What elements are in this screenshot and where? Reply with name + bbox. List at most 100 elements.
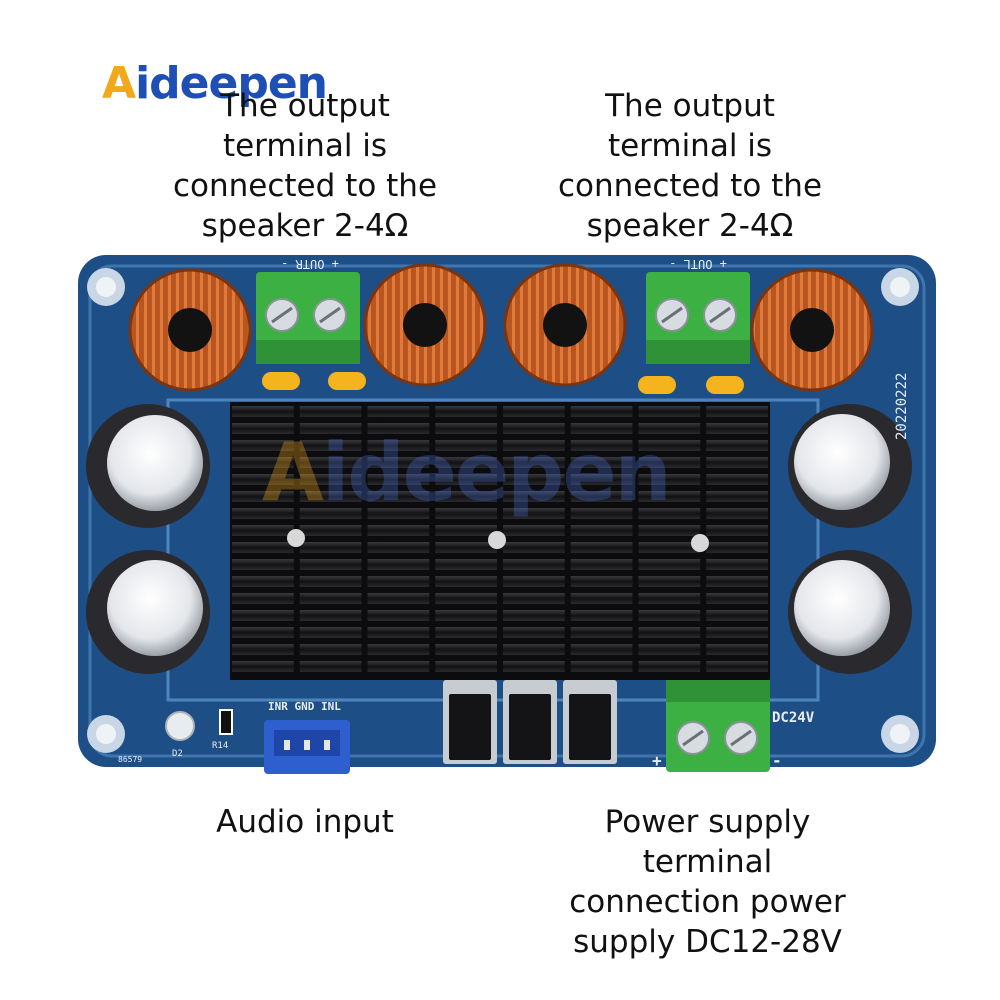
heatsink-fin	[435, 491, 497, 502]
heatsink-fin	[503, 491, 565, 502]
heatsink-fin	[638, 644, 701, 655]
heatsink-fin	[299, 610, 362, 621]
heatsink-fin	[367, 474, 430, 485]
heatsink-fin	[503, 440, 565, 451]
heatsink-fin	[435, 508, 497, 519]
toroid-inductor	[503, 263, 627, 387]
electrolytic-capacitor	[788, 404, 912, 528]
heatsink-fin	[638, 440, 701, 451]
heatsink-fin	[706, 474, 768, 485]
silk-code: 86579	[118, 755, 142, 764]
heatsink-fin	[367, 627, 430, 638]
heatsink-fin	[435, 440, 497, 451]
heatsink-fin	[435, 610, 497, 621]
silk-dc: DC24V	[772, 710, 815, 726]
heatsink-fin	[232, 440, 294, 451]
heatsink-fin	[299, 406, 362, 417]
heatsink-fin	[367, 491, 430, 502]
heatsink-fin	[299, 491, 362, 502]
heatsink-fin	[570, 559, 633, 570]
heatsink-fin	[638, 593, 701, 604]
heatsink-fin	[503, 474, 565, 485]
heatsink-fin	[232, 491, 294, 502]
silk-outl: + OUTL -	[669, 257, 727, 271]
heatsink-fin	[232, 474, 294, 485]
heatsink-fin	[706, 576, 768, 587]
heatsink-fin	[570, 440, 633, 451]
heatsink-fin	[435, 423, 497, 434]
heatsink-fin	[503, 576, 565, 587]
mounting-hole	[87, 715, 125, 753]
heatsink-fin	[570, 474, 633, 485]
heatsink-fin	[503, 457, 565, 468]
heatsink-fin	[706, 491, 768, 502]
screw	[287, 529, 305, 547]
heatsink-fin	[638, 406, 701, 417]
heatsink-fin	[232, 661, 294, 672]
caption-power-supply: Power supply terminal connection power s…	[569, 804, 846, 960]
heatsink-fin	[435, 593, 497, 604]
mosfet	[503, 680, 557, 764]
heatsink-fin	[435, 559, 497, 570]
heatsink-fin	[299, 457, 362, 468]
mosfet	[443, 680, 497, 764]
heatsink-fin	[367, 525, 430, 536]
resistor	[219, 709, 233, 735]
mounting-hole	[87, 268, 125, 306]
heatsink-fin	[706, 457, 768, 468]
heatsink-fin	[638, 491, 701, 502]
toroid-inductor	[363, 263, 487, 387]
heatsink-fin	[638, 542, 701, 553]
heatsink-fin	[367, 593, 430, 604]
heatsink-fin	[299, 525, 362, 536]
heatsink-fin	[367, 559, 430, 570]
heatsink-fin	[570, 406, 633, 417]
led	[165, 711, 195, 741]
heatsink-fin	[570, 644, 633, 655]
heatsink-fin	[503, 644, 565, 655]
heatsink-fin	[638, 627, 701, 638]
heatsink-fin	[706, 661, 768, 672]
heatsink-fin	[638, 610, 701, 621]
screw	[691, 534, 709, 552]
heatsink-fin	[570, 661, 633, 672]
heatsink-fin	[299, 440, 362, 451]
electrolytic-capacitor	[86, 404, 210, 528]
heatsink-fin	[299, 576, 362, 587]
silk-d2: D2	[172, 749, 183, 759]
heatsink-fin	[299, 644, 362, 655]
caption-output-left: The output terminal is connected to the …	[172, 88, 438, 244]
heatsink-fin	[638, 423, 701, 434]
heatsink-fin	[706, 593, 768, 604]
heatsink-fin	[367, 542, 430, 553]
heatsink-fin	[638, 525, 701, 536]
heatsink-fin	[503, 423, 565, 434]
heatsink-fin	[638, 559, 701, 570]
ceramic-capacitor	[706, 376, 744, 394]
heatsink-fin	[299, 508, 362, 519]
ceramic-capacitor	[638, 376, 676, 394]
silk-input-labels: INR GND INL	[268, 700, 341, 713]
heatsink-fin	[435, 661, 497, 672]
heatsink-fin	[299, 593, 362, 604]
heatsink-fin	[232, 457, 294, 468]
output-terminal-left-channel	[646, 272, 750, 364]
output-terminal-right-channel	[256, 272, 360, 364]
silk-minus: -	[772, 751, 782, 770]
heatsink-fin	[367, 610, 430, 621]
mounting-hole	[881, 268, 919, 306]
silk-plus: +	[652, 751, 662, 770]
heatsink-fin	[503, 406, 565, 417]
heatsink-fin	[570, 508, 633, 519]
heatsink-fin	[503, 593, 565, 604]
power-terminal	[666, 680, 770, 772]
heatsink-fin	[706, 440, 768, 451]
heatsink-fin	[232, 423, 294, 434]
heatsink-fin	[570, 627, 633, 638]
silk-outr: + OUTR -	[281, 257, 339, 271]
heatsink-fin	[435, 627, 497, 638]
heatsink-fin	[503, 525, 565, 536]
heatsink-fin	[299, 559, 362, 570]
heatsink-fin	[638, 661, 701, 672]
heatsink-fin	[232, 525, 294, 536]
